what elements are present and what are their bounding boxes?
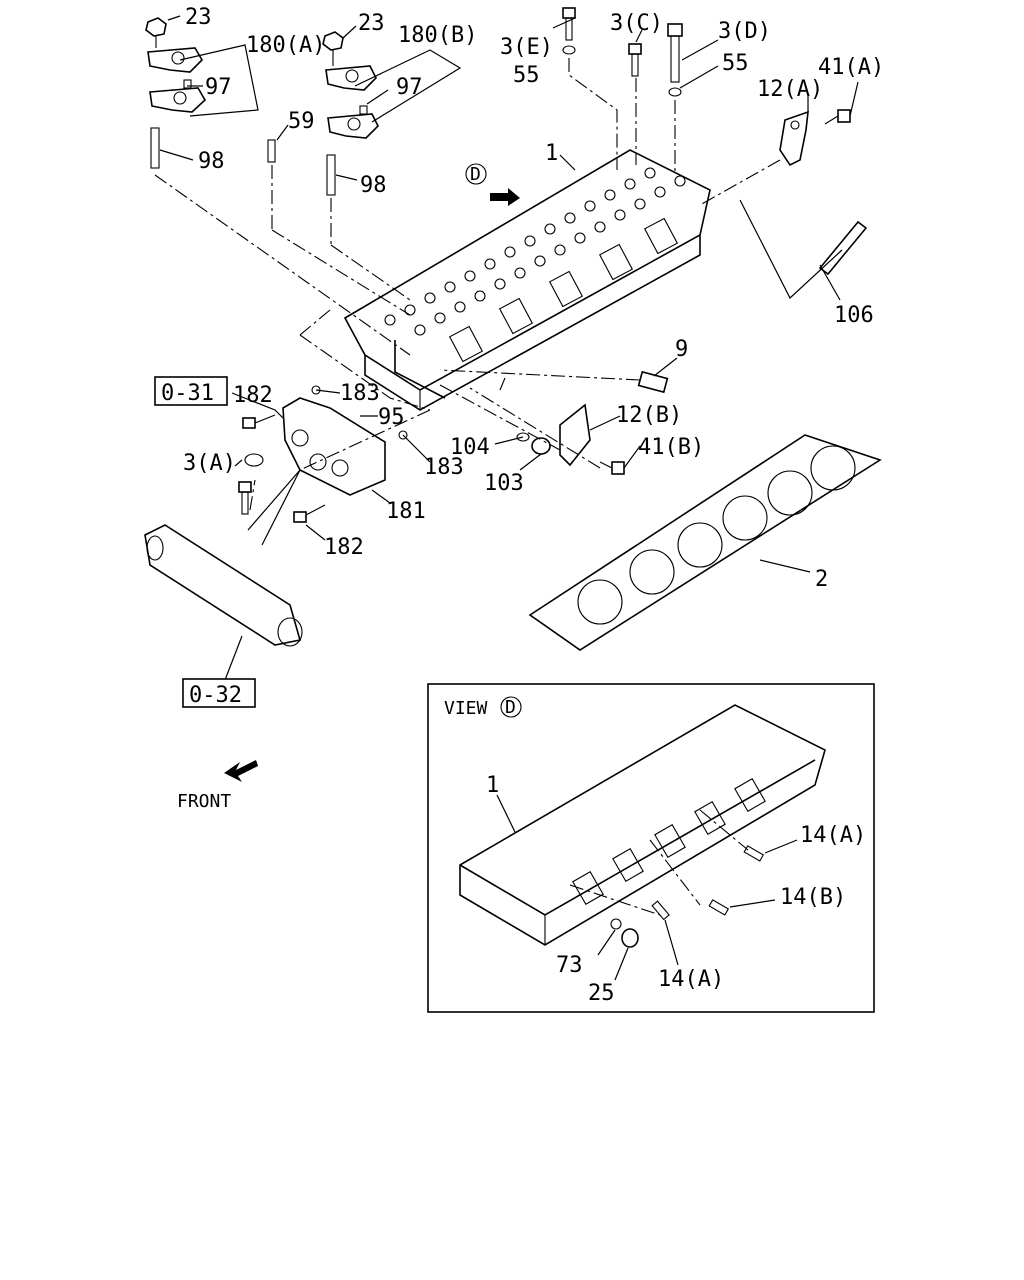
plug-103 — [531, 437, 551, 455]
ref-box-0-31 — [154, 376, 228, 406]
label-view-25: 25 — [588, 981, 615, 1006]
stud-14b — [708, 899, 730, 916]
label-3c: 3(C) — [610, 11, 663, 36]
view-d-inset — [427, 683, 875, 1013]
label-182a: 182 — [233, 383, 273, 408]
label-23b: 23 — [358, 11, 385, 36]
bearing-cap-180a — [147, 47, 207, 113]
label-23a: 23 — [185, 5, 212, 30]
label-3a: 3(A) — [183, 451, 236, 476]
label-0-32: 0-32 — [189, 683, 242, 708]
washer-73 — [610, 918, 622, 930]
bearing-cap-180b — [325, 65, 379, 139]
sensor-9 — [637, 370, 669, 394]
label-3e: 3(E) — [500, 35, 553, 60]
label-180b: 180(B) — [398, 23, 477, 48]
glow-plug-106 — [818, 220, 868, 276]
label-55a: 55 — [513, 63, 540, 88]
bracket-12a — [779, 110, 809, 167]
label-view-letter: D — [505, 697, 516, 718]
dash-lines — [154, 58, 781, 511]
front-arrow-icon — [224, 760, 258, 782]
stud-14a-upper — [743, 845, 765, 862]
label-front: FRONT — [177, 791, 231, 812]
bolt-23b — [322, 31, 344, 66]
stud-98b — [326, 154, 336, 196]
label-106: 106 — [834, 303, 874, 328]
head-gasket-2 — [528, 434, 882, 651]
label-97b: 97 — [396, 75, 423, 100]
label-59: 59 — [288, 109, 315, 134]
bracket-12b — [559, 403, 591, 467]
label-104: 104 — [450, 435, 490, 460]
bolt-182-lower — [293, 504, 326, 523]
callout-labels: 23 23 180(A) 180(B) 97 97 98 98 59 3(E) … — [161, 5, 884, 1006]
oring-left — [244, 453, 264, 467]
bolt-182-upper — [242, 414, 276, 429]
label-2: 2 — [815, 567, 828, 592]
head-ports — [448, 217, 679, 363]
label-181: 181 — [386, 499, 426, 524]
label-97a: 97 — [205, 75, 232, 100]
label-180a: 180(A) — [246, 33, 325, 58]
bolt-23a — [145, 17, 167, 48]
label-0-31: 0-31 — [161, 381, 214, 406]
label-98b: 98 — [360, 173, 387, 198]
stud-14a-lower — [651, 900, 670, 921]
water-pipe — [144, 524, 303, 647]
stud-98a — [150, 127, 160, 169]
label-3d: 3(D) — [718, 19, 771, 44]
washer-104 — [516, 432, 530, 442]
thermostat-housing — [282, 397, 386, 496]
label-55b: 55 — [722, 51, 749, 76]
dowel-59 — [267, 139, 276, 163]
oring-183-lower — [398, 430, 408, 440]
label-183a: 183 — [340, 381, 380, 406]
view-d-arrow-icon — [465, 163, 520, 206]
label-12a: 12(A) — [757, 77, 823, 102]
label-41b: 41(B) — [638, 435, 704, 460]
label-view-14a-bot: 14(A) — [658, 967, 724, 992]
label-98a: 98 — [198, 149, 225, 174]
label-view-14a-top: 14(A) — [800, 823, 866, 848]
label-view-14b: 14(B) — [780, 885, 846, 910]
label-view-73: 73 — [556, 953, 583, 978]
label-183b: 183 — [424, 455, 464, 480]
bolt-3a — [238, 481, 252, 515]
bolt-3e — [562, 7, 576, 55]
leader-lines — [159, 15, 859, 681]
bolt-3c — [628, 43, 642, 77]
label-103: 103 — [484, 471, 524, 496]
label-95: 95 — [378, 405, 405, 430]
label-41a: 41(A) — [818, 55, 884, 80]
ref-box-0-32 — [182, 678, 256, 708]
valve-holes — [384, 167, 686, 336]
label-1: 1 — [545, 141, 558, 166]
label-12b: 12(B) — [616, 403, 682, 428]
label-view-d-marker: D — [470, 164, 481, 185]
label-182b: 182 — [324, 535, 364, 560]
bolt-41a — [824, 109, 851, 125]
bolt-3d — [667, 23, 683, 97]
label-view-1: 1 — [486, 773, 499, 798]
bolt-41b — [599, 461, 625, 475]
label-view: VIEW — [444, 698, 488, 719]
plug-25 — [621, 928, 639, 948]
label-9: 9 — [675, 337, 688, 362]
cylinder-head — [343, 149, 711, 411]
